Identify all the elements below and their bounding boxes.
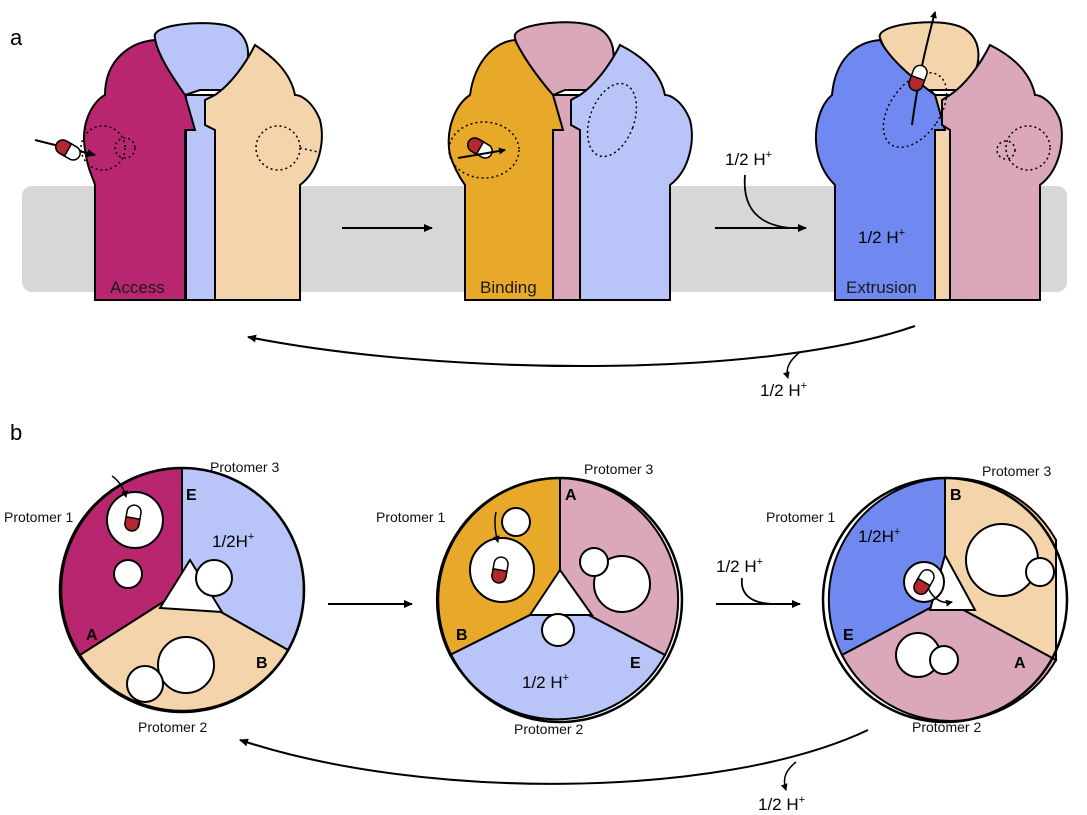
rotor3-protomer-1: Protomer 1: [766, 509, 835, 525]
proton-inside-label: 1/2 H+: [858, 227, 905, 247]
proton-in-label-b: 1/2 H+: [716, 556, 763, 576]
panel-b-letter: b: [10, 420, 22, 445]
rotor2-protomer-2: Protomer 2: [514, 721, 583, 737]
rotor1-protomer-2: Protomer 2: [138, 719, 207, 735]
rotor3-protomer-3: Protomer 3: [982, 463, 1051, 479]
rotor1-sub-e: E: [186, 487, 197, 504]
rotor2-sub-b: B: [456, 627, 468, 644]
rotor2-sub-a: A: [565, 487, 577, 504]
rotor3-protomer-2: Protomer 2: [912, 719, 981, 735]
rotor1-sub-a: A: [86, 627, 98, 644]
state-label-extrusion: Extrusion: [846, 278, 917, 297]
return-arrow-a: 1/2 H+: [248, 326, 915, 400]
rotor2-protomer-1: Protomer 1: [376, 509, 445, 525]
rotor-state-3: E A B 1/2H+ Protomer 1 Protomer 2 Protom…: [766, 463, 1067, 735]
rotor1-sub-b: B: [256, 655, 268, 672]
proton-out-label-b: 1/2 H+: [758, 794, 805, 814]
panel-a-letter: a: [10, 25, 23, 50]
rotor-state-1: A B E 1/2H+ Protomer 1 Protomer 2 Protom…: [4, 459, 304, 735]
rotor3-sub-b: B: [950, 487, 962, 504]
rotor3-sub-e: E: [843, 627, 854, 644]
rotor2-proton: 1/2 H+: [522, 672, 569, 692]
arrow-rotor2-to-rotor3: 1/2 H+: [716, 556, 800, 604]
state-label-access: Access: [110, 278, 165, 297]
proton-out-label-a: 1/2 H+: [760, 380, 807, 400]
transporter-extrusion: 1/2 H+ Extrusion: [816, 12, 1062, 300]
rotor3-sub-a: A: [1014, 655, 1026, 672]
rotor1-protomer-3: Protomer 3: [210, 459, 279, 475]
proton-in-label-a: 1/2 H+: [725, 149, 772, 169]
rotor2-sub-e: E: [630, 655, 641, 672]
rotor-state-2: B E A 1/2 H+ Protomer 1 Protomer 2 Proto…: [376, 461, 682, 737]
return-arrow-b: 1/2 H+: [240, 730, 868, 814]
state-label-binding: Binding: [480, 278, 537, 297]
transporter-binding: Binding: [449, 22, 692, 300]
rotor2-protomer-3: Protomer 3: [584, 461, 653, 477]
rotor1-protomer-1: Protomer 1: [4, 509, 73, 525]
